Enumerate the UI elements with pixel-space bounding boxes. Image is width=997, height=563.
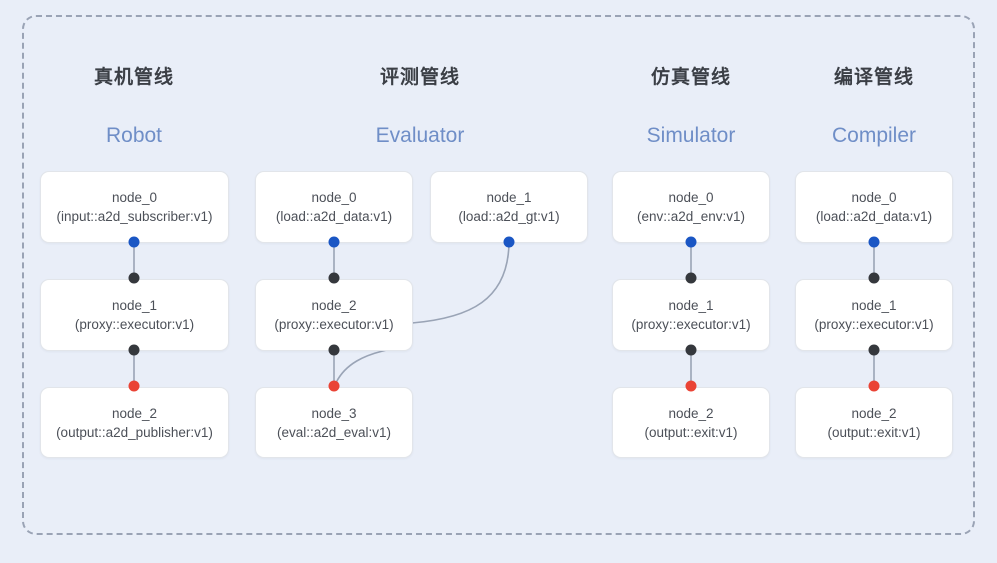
- port-input-compiler-2[interactable]: [868, 380, 880, 392]
- node-compiler-2[interactable]: node_2 (output::exit:v1): [795, 387, 953, 458]
- node-label-name: node_2: [668, 405, 714, 421]
- port-input-simulator-1[interactable]: [685, 272, 697, 284]
- port-output-compiler-0[interactable]: [868, 236, 880, 248]
- port-output-compiler-1[interactable]: [868, 344, 880, 356]
- node-label-type: (proxy::executor:v1): [274, 317, 394, 332]
- column-title-cn-simulator: 仿真管线: [650, 67, 731, 88]
- node-label-name: node_2: [311, 298, 357, 313]
- column-title-en-robot: Robot: [105, 124, 163, 147]
- column-title-cn-compiler: 编译管线: [833, 67, 914, 88]
- port-output-simulator-1[interactable]: [685, 344, 697, 356]
- node-compiler-0[interactable]: node_0 (load::a2d_data:v1): [795, 171, 953, 243]
- column-title-en-compiler: Compiler: [831, 124, 917, 147]
- node-label-type: (load::a2d_gt:v1): [458, 209, 560, 224]
- pipeline-group-frame: [22, 15, 975, 535]
- node-compiler-1[interactable]: node_1 (proxy::executor:v1): [795, 279, 953, 351]
- node-label-name: node_3: [311, 405, 357, 421]
- node-evaluator-3[interactable]: node_3 (eval::a2d_eval:v1): [255, 387, 413, 458]
- port-output-robot-0[interactable]: [128, 236, 140, 248]
- node-simulator-0[interactable]: node_0 (env::a2d_env:v1): [612, 171, 770, 243]
- node-label-type: (proxy::executor:v1): [814, 317, 934, 332]
- port-input-robot-1[interactable]: [128, 272, 140, 284]
- column-title-cn-evaluator: 评测管线: [379, 67, 460, 88]
- node-label-type: (output::a2d_publisher:v1): [56, 424, 213, 440]
- node-simulator-2[interactable]: node_2 (output::exit:v1): [612, 387, 770, 458]
- port-input-evaluator-2[interactable]: [328, 272, 340, 284]
- node-label-name: node_0: [311, 190, 357, 205]
- node-label-name: node_1: [851, 298, 897, 313]
- column-title-en-evaluator: Evaluator: [375, 124, 465, 147]
- port-input-evaluator-3[interactable]: [328, 380, 340, 392]
- node-label-type: (proxy::executor:v1): [631, 317, 751, 332]
- node-label-type: (load::a2d_data:v1): [815, 209, 933, 224]
- port-input-compiler-1[interactable]: [868, 272, 880, 284]
- node-label-name: node_1: [111, 298, 158, 313]
- node-label-name: node_1: [486, 190, 532, 205]
- port-output-evaluator-1[interactable]: [503, 236, 515, 248]
- node-simulator-1[interactable]: node_1 (proxy::executor:v1): [612, 279, 770, 351]
- node-label-type: (load::a2d_data:v1): [275, 209, 393, 224]
- node-label-name: node_0: [851, 190, 897, 205]
- column-title-en-simulator: Simulator: [646, 124, 736, 147]
- node-evaluator-2[interactable]: node_2 (proxy::executor:v1): [255, 279, 413, 351]
- node-evaluator-0[interactable]: node_0 (load::a2d_data:v1): [255, 171, 413, 243]
- node-label-name: node_2: [111, 405, 158, 421]
- node-label-type: (proxy::executor:v1): [74, 317, 195, 332]
- node-evaluator-1[interactable]: node_1 (load::a2d_gt:v1): [430, 171, 588, 243]
- node-label-type: (eval::a2d_eval:v1): [276, 424, 392, 440]
- node-label-name: node_1: [668, 298, 714, 313]
- node-label-name: node_0: [668, 190, 714, 205]
- port-output-robot-1[interactable]: [128, 344, 140, 356]
- node-label-name: node_0: [111, 190, 158, 205]
- node-label-type: (input::a2d_subscriber:v1): [56, 209, 213, 224]
- node-robot-0[interactable]: node_0 (input::a2d_subscriber:v1): [40, 171, 229, 243]
- port-output-evaluator-0[interactable]: [328, 236, 340, 248]
- column-title-cn-robot: 真机管线: [93, 67, 174, 88]
- port-input-simulator-2[interactable]: [685, 380, 697, 392]
- node-label-type: (output::exit:v1): [644, 424, 738, 440]
- node-label-name: node_2: [851, 405, 897, 421]
- port-output-simulator-0[interactable]: [685, 236, 697, 248]
- node-label-type: (output::exit:v1): [827, 424, 921, 440]
- port-input-robot-2[interactable]: [128, 380, 140, 392]
- node-label-type: (env::a2d_env:v1): [636, 209, 746, 224]
- node-robot-2[interactable]: node_2 (output::a2d_publisher:v1): [40, 387, 229, 458]
- node-robot-1[interactable]: node_1 (proxy::executor:v1): [40, 279, 229, 351]
- port-output-evaluator-2[interactable]: [328, 344, 340, 356]
